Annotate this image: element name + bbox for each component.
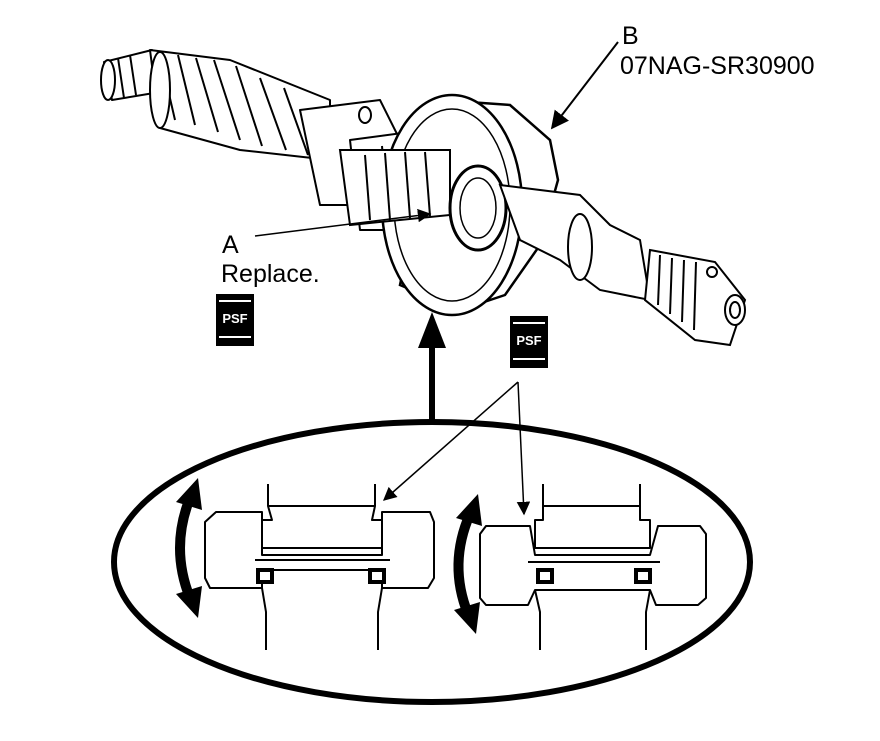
leader-b	[550, 41, 619, 130]
psf-fluid-icon: PSF	[510, 316, 548, 368]
rotate-arrow-icon	[453, 494, 482, 634]
callout-a-instruction: Replace.	[221, 260, 320, 288]
leader-psf-right	[516, 381, 531, 516]
psf-badge-label: PSF	[516, 333, 542, 348]
up-arrow-head	[418, 312, 446, 348]
detail-callout-ellipse	[111, 419, 753, 705]
rotate-arrow-icon	[175, 478, 202, 618]
leader-psf-left	[382, 381, 519, 501]
callout-b-tool-number: 07NAG-SR30900	[620, 52, 815, 80]
leader-a	[254, 208, 432, 237]
callout-b-letter: B	[622, 22, 639, 50]
pinion-shaft-right	[498, 183, 747, 347]
detail-left-section	[204, 484, 435, 650]
detail-right-section	[479, 484, 707, 650]
psf-badge-label: PSF	[222, 311, 248, 326]
sealing-ring	[338, 149, 508, 252]
callout-a-letter: A	[222, 231, 239, 259]
psf-fluid-icon: PSF	[216, 294, 254, 346]
